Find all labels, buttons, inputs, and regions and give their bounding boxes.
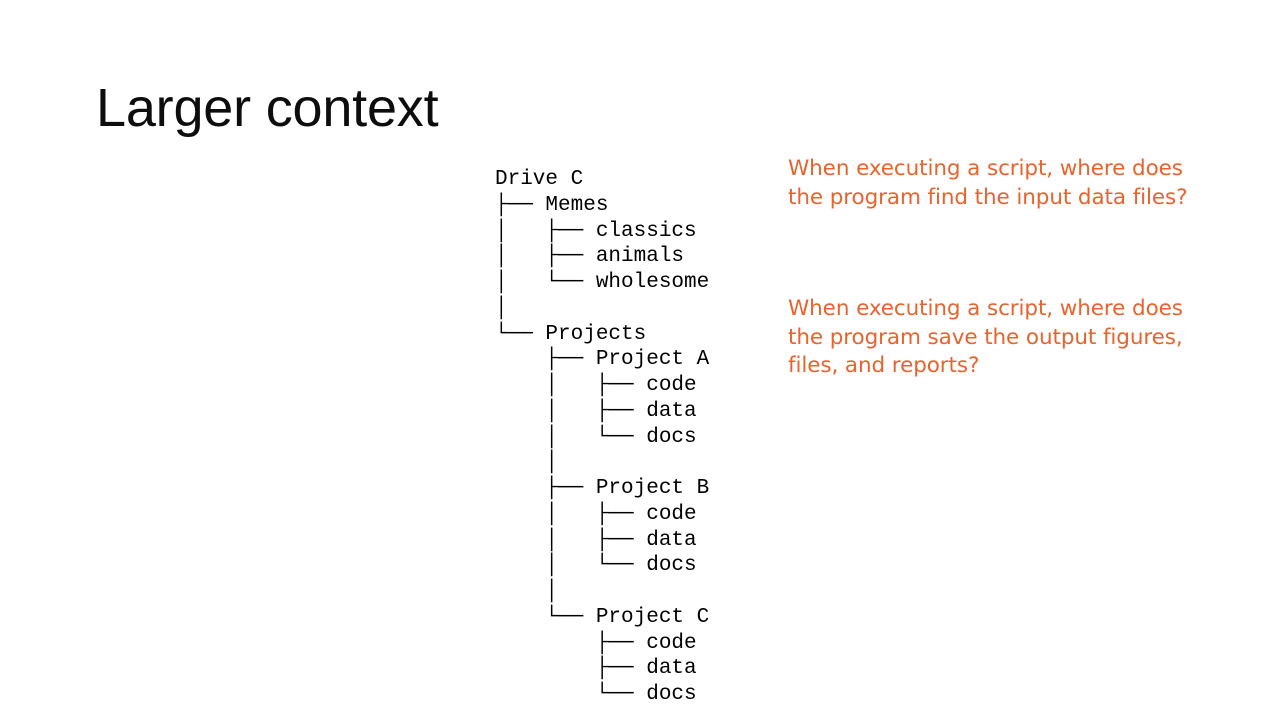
tree-line: Drive C [495, 168, 584, 191]
tree-line: │ ├── animals [495, 245, 685, 269]
page-title: Larger context [96, 78, 439, 139]
tree-line: └── Projects [495, 322, 647, 346]
directory-tree: Drive C├── Memes│ ├── classics│ ├── anim… [495, 167, 709, 708]
tree-line: │ [495, 451, 559, 475]
tree-line: ├── code [495, 631, 697, 655]
tree-line: │ ├── data [495, 399, 697, 423]
tree-line: │ ├── data [495, 528, 697, 552]
annotation-output-question: When executing a script, where does the … [788, 296, 1183, 378]
tree-line: │ └── docs [495, 554, 697, 578]
tree-line: └── Project C [495, 605, 710, 629]
tree-line: ├── Project B [495, 477, 710, 500]
tree-line: │ ├── classics [495, 219, 697, 243]
tree-line: ├── data [495, 657, 697, 681]
tree-line: │ [495, 580, 559, 603]
tree-line: ├── Memes [495, 193, 609, 217]
tree-line: │ [495, 296, 508, 320]
annotation-input-question: When executing a script, where does the … [788, 156, 1188, 210]
tree-line: │ ├── code [495, 502, 697, 526]
tree-line: └── docs [495, 683, 697, 706]
tree-line: │ └── wholesome [495, 271, 710, 294]
tree-line: │ ├── code [495, 374, 697, 397]
tree-line: │ └── docs [495, 425, 697, 449]
tree-line: ├── Project A [495, 348, 710, 372]
